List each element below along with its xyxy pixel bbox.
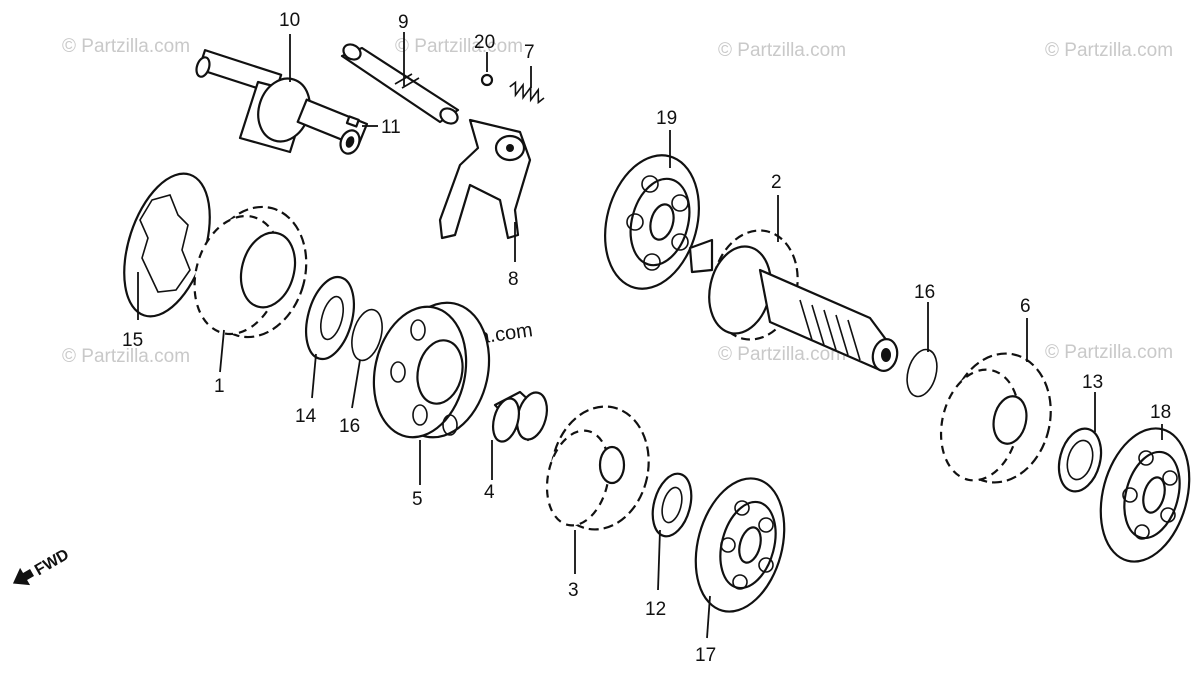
watermark: © Partzilla.com	[395, 36, 523, 57]
part-spring	[509, 80, 545, 105]
callout-16-right: 16	[914, 282, 935, 303]
callout-16-left: 16	[339, 416, 360, 437]
part-shift-fork	[438, 118, 532, 240]
callout-5: 5	[412, 489, 423, 510]
callout-1: 1	[214, 376, 225, 397]
part-washer	[651, 472, 693, 538]
fwd-label: FWD	[32, 546, 72, 579]
part-thrust-washer	[305, 275, 355, 361]
callout-12: 12	[645, 599, 666, 620]
callout-3: 3	[568, 580, 579, 601]
callout-6: 6	[1020, 296, 1031, 317]
callout-4: 4	[484, 482, 495, 503]
callout-17: 17	[695, 645, 716, 666]
part-gear-3	[545, 405, 650, 531]
callout-14: 14	[295, 406, 317, 427]
part-gear-6	[939, 352, 1052, 484]
callout-10: 10	[279, 10, 300, 31]
fwd-indicator: FWD	[12, 546, 72, 586]
part-bearing-19	[604, 154, 700, 290]
part-hub	[372, 301, 491, 439]
part-bushing	[491, 390, 548, 443]
part-ball	[480, 73, 494, 87]
callout-2: 2	[771, 172, 782, 193]
part-shift-fork-shaft	[340, 43, 460, 125]
callout-18: 18	[1150, 402, 1171, 423]
part-bearing-17	[694, 477, 786, 613]
callout-15: 15	[122, 330, 143, 351]
watermark: © Partzilla.com	[62, 346, 190, 367]
part-pin	[345, 115, 360, 128]
part-circlip	[906, 348, 938, 398]
callout-20: 20	[474, 32, 495, 53]
watermark: © Partzilla.com	[62, 36, 190, 57]
callout-11: 11	[381, 117, 401, 138]
leader-lines	[137, 32, 1163, 639]
callout-13: 13	[1082, 372, 1103, 393]
watermark: © Partzilla.com	[718, 40, 846, 61]
callout-9: 9	[398, 12, 409, 33]
callout-19: 19	[656, 108, 677, 129]
part-washer	[1057, 427, 1103, 493]
callout-7: 7	[524, 42, 535, 63]
watermark: © Partzilla.com	[1045, 40, 1173, 61]
arrow-left-icon	[12, 567, 35, 586]
watermark: © Partzilla.com	[718, 344, 846, 365]
part-bearing-18	[1099, 427, 1191, 563]
callout-8: 8	[508, 269, 519, 290]
callout-numbers: 10 9 20 7 11 19 2 8 15 16 6 1 13 14 16 1…	[122, 10, 1171, 666]
part-countershaft	[688, 229, 899, 372]
watermark: © Partzilla.com	[1045, 342, 1173, 363]
part-gear-1	[193, 205, 308, 339]
part-lock-plate	[123, 172, 211, 318]
part-shift-drum-shaft	[195, 49, 369, 155]
